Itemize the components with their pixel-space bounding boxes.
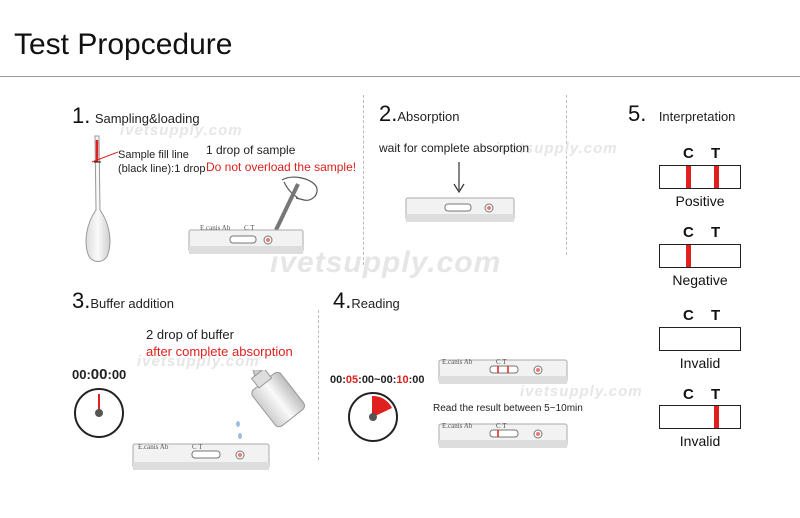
step-4-instruction: Read the result between 5~10min [433,403,583,414]
result-window-negative [659,244,741,268]
cassette-label: E.canis Ab [138,443,169,451]
c-label: C [683,307,694,324]
cassette-ct: C T [496,358,507,366]
title-divider [0,76,800,77]
step-2-instruction: wait for complete absorption [379,141,530,155]
c-label: C [683,386,694,403]
step-2-header: 2.Absorption [379,101,460,126]
test-cassette [188,229,304,254]
page-title: Test Propcedure [14,28,233,61]
separator [318,310,319,460]
cassette-label: E.canis Ab [442,422,473,430]
result-caption: Invalid [679,355,721,371]
c-label: C [683,145,694,162]
t-label: T [711,386,721,403]
arrow-down-icon [453,162,465,194]
t-label: T [711,224,721,241]
buffer-bottle-icon [236,370,306,439]
cassette-label: E.canis Ab [442,358,473,366]
step-3-instruction: 2 drop of buffer after complete absorpti… [146,327,293,359]
control-line [686,245,691,267]
cassette-ct: C T [496,422,507,430]
watermark: ivetsupply.com [520,383,643,400]
t-label: T [711,145,721,162]
result-caption: Invalid [679,433,721,449]
separator [363,95,364,265]
result-window-invalid [659,327,741,351]
step-1-header: 1. Sampling&loading [72,103,200,128]
t-label: T [711,307,721,324]
result-caption: Positive [675,193,725,209]
test-cassette [405,197,515,222]
step-4-header: 4.Reading [333,288,400,313]
test-line [714,406,719,428]
timer-icon [74,388,124,438]
result-window-positive [659,165,741,189]
cassette-ct: C T [244,224,255,232]
timer-icon [348,392,398,442]
step-5-header: 5. Interpretation [628,101,736,126]
timer-readout: 00:00:00 [72,366,127,383]
fill-line-note: Sample fill line (black line):1 drop [118,149,206,175]
control-line [686,166,691,188]
watermark: ivetsupply.com [120,122,243,139]
test-cassette [438,423,568,448]
pipette-icon [85,135,118,262]
step-3-header: 3.Buffer addition [72,288,174,313]
result-window-invalid [659,405,741,429]
result-caption: Negative [672,272,728,288]
test-cassette [132,443,270,470]
c-label: C [683,224,694,241]
watermark: ivetsupply.com [495,140,618,157]
watermark: ivetsupply.com [137,353,260,370]
test-cassette [438,359,568,384]
separator [566,95,567,255]
watermark: ivetsupply.com [270,246,502,279]
step-1-instruction: 1 drop of sample Do not overload the sam… [206,143,357,174]
timer-readout: 00:05:00~00:10:00 [330,374,425,386]
cassette-label: E.canis Ab [200,224,231,232]
cassette-ct: C T [192,443,203,451]
test-line [714,166,719,188]
